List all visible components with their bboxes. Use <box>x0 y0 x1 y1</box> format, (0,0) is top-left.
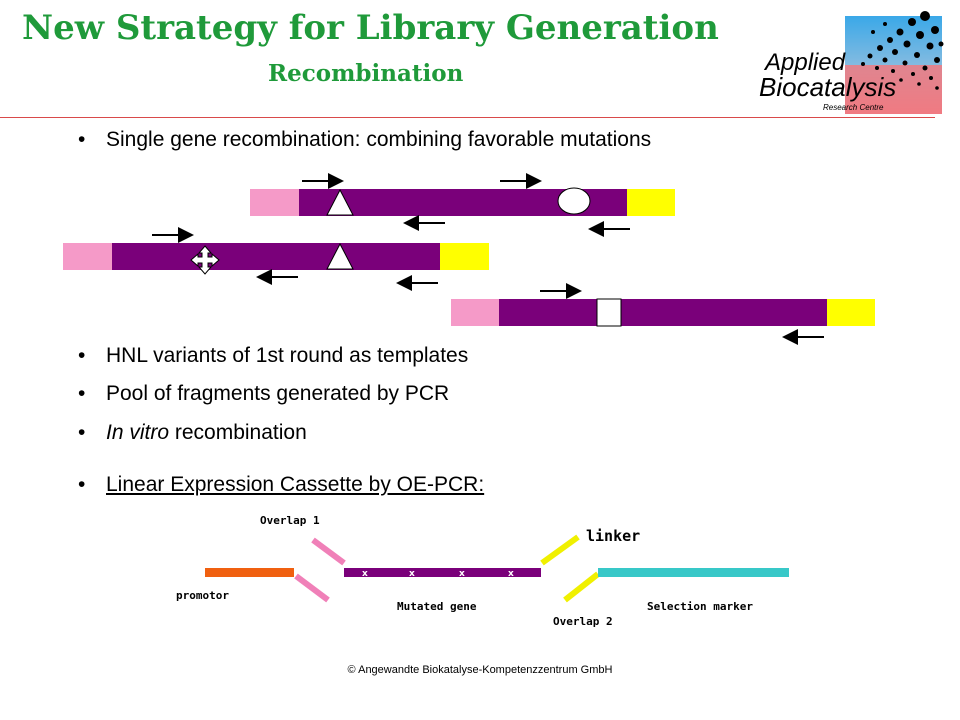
gene-segment <box>112 243 440 270</box>
copyright-footer: © Angewandte Biokatalyse-Kompetenzzentru… <box>347 664 613 676</box>
cross-arrows-mutation-icon <box>190 245 220 275</box>
mutated-gene-label: Mutated gene <box>397 600 477 613</box>
logo-dots-icon <box>861 11 944 90</box>
bullet-dot: • <box>78 421 86 444</box>
circle-mutation-icon <box>557 187 591 215</box>
linker-label: linker <box>586 527 640 545</box>
overlap1-upper <box>311 537 346 566</box>
svg-text:x: x <box>362 569 368 579</box>
bullet-dot: • <box>78 128 86 151</box>
bullet-dot: • <box>78 473 86 496</box>
pink-segment <box>250 189 299 216</box>
logo-text-research: Research Centre <box>823 103 884 112</box>
page-title: New Strategy for Library Generation <box>22 8 719 48</box>
linker-upper <box>540 534 580 566</box>
in-vitro-italic: In vitro <box>106 421 170 444</box>
selection-marker-label: Selection marker <box>647 600 753 613</box>
expression-cassette: x x x x Overlap 1 linker promotor Mutated g… <box>176 514 789 628</box>
promotor-label: promotor <box>176 589 229 602</box>
yellow-segment <box>440 243 489 270</box>
template-gene-3 <box>451 283 875 345</box>
linker-lower <box>563 571 600 603</box>
header-divider <box>0 117 935 118</box>
square-mutation-icon <box>596 298 622 327</box>
template-gene-2 <box>63 227 489 291</box>
logo-text-biocatalysis: Biocatalysis <box>759 72 896 102</box>
bullet-dot: • <box>78 382 86 405</box>
mutated-gene-bar <box>344 568 541 577</box>
bullet-dot: • <box>78 344 86 367</box>
overlap1-lower <box>294 573 330 603</box>
yellow-segment <box>627 189 675 216</box>
yellow-segment <box>827 299 875 326</box>
page-subtitle: Recombination <box>268 60 464 87</box>
template-gene-1 <box>250 173 675 237</box>
logo-text-applied: Applied <box>763 49 846 76</box>
svg-text:x: x <box>508 569 514 579</box>
overlap1-label: Overlap 1 <box>260 514 320 527</box>
selection-marker-bar <box>598 568 789 577</box>
svg-text:x: x <box>459 569 465 579</box>
triangle-mutation-icon <box>326 242 354 270</box>
pink-segment <box>63 243 112 270</box>
overlap2-label: Overlap 2 <box>553 615 613 628</box>
promotor-bar <box>205 568 294 577</box>
applied-biocatalysis-logo: Applied Biocatalysis Research Centre <box>759 11 944 114</box>
svg-text:x: x <box>409 569 415 579</box>
triangle-mutation-icon <box>326 188 354 216</box>
pink-segment <box>451 299 499 326</box>
gene-segment <box>499 299 827 326</box>
